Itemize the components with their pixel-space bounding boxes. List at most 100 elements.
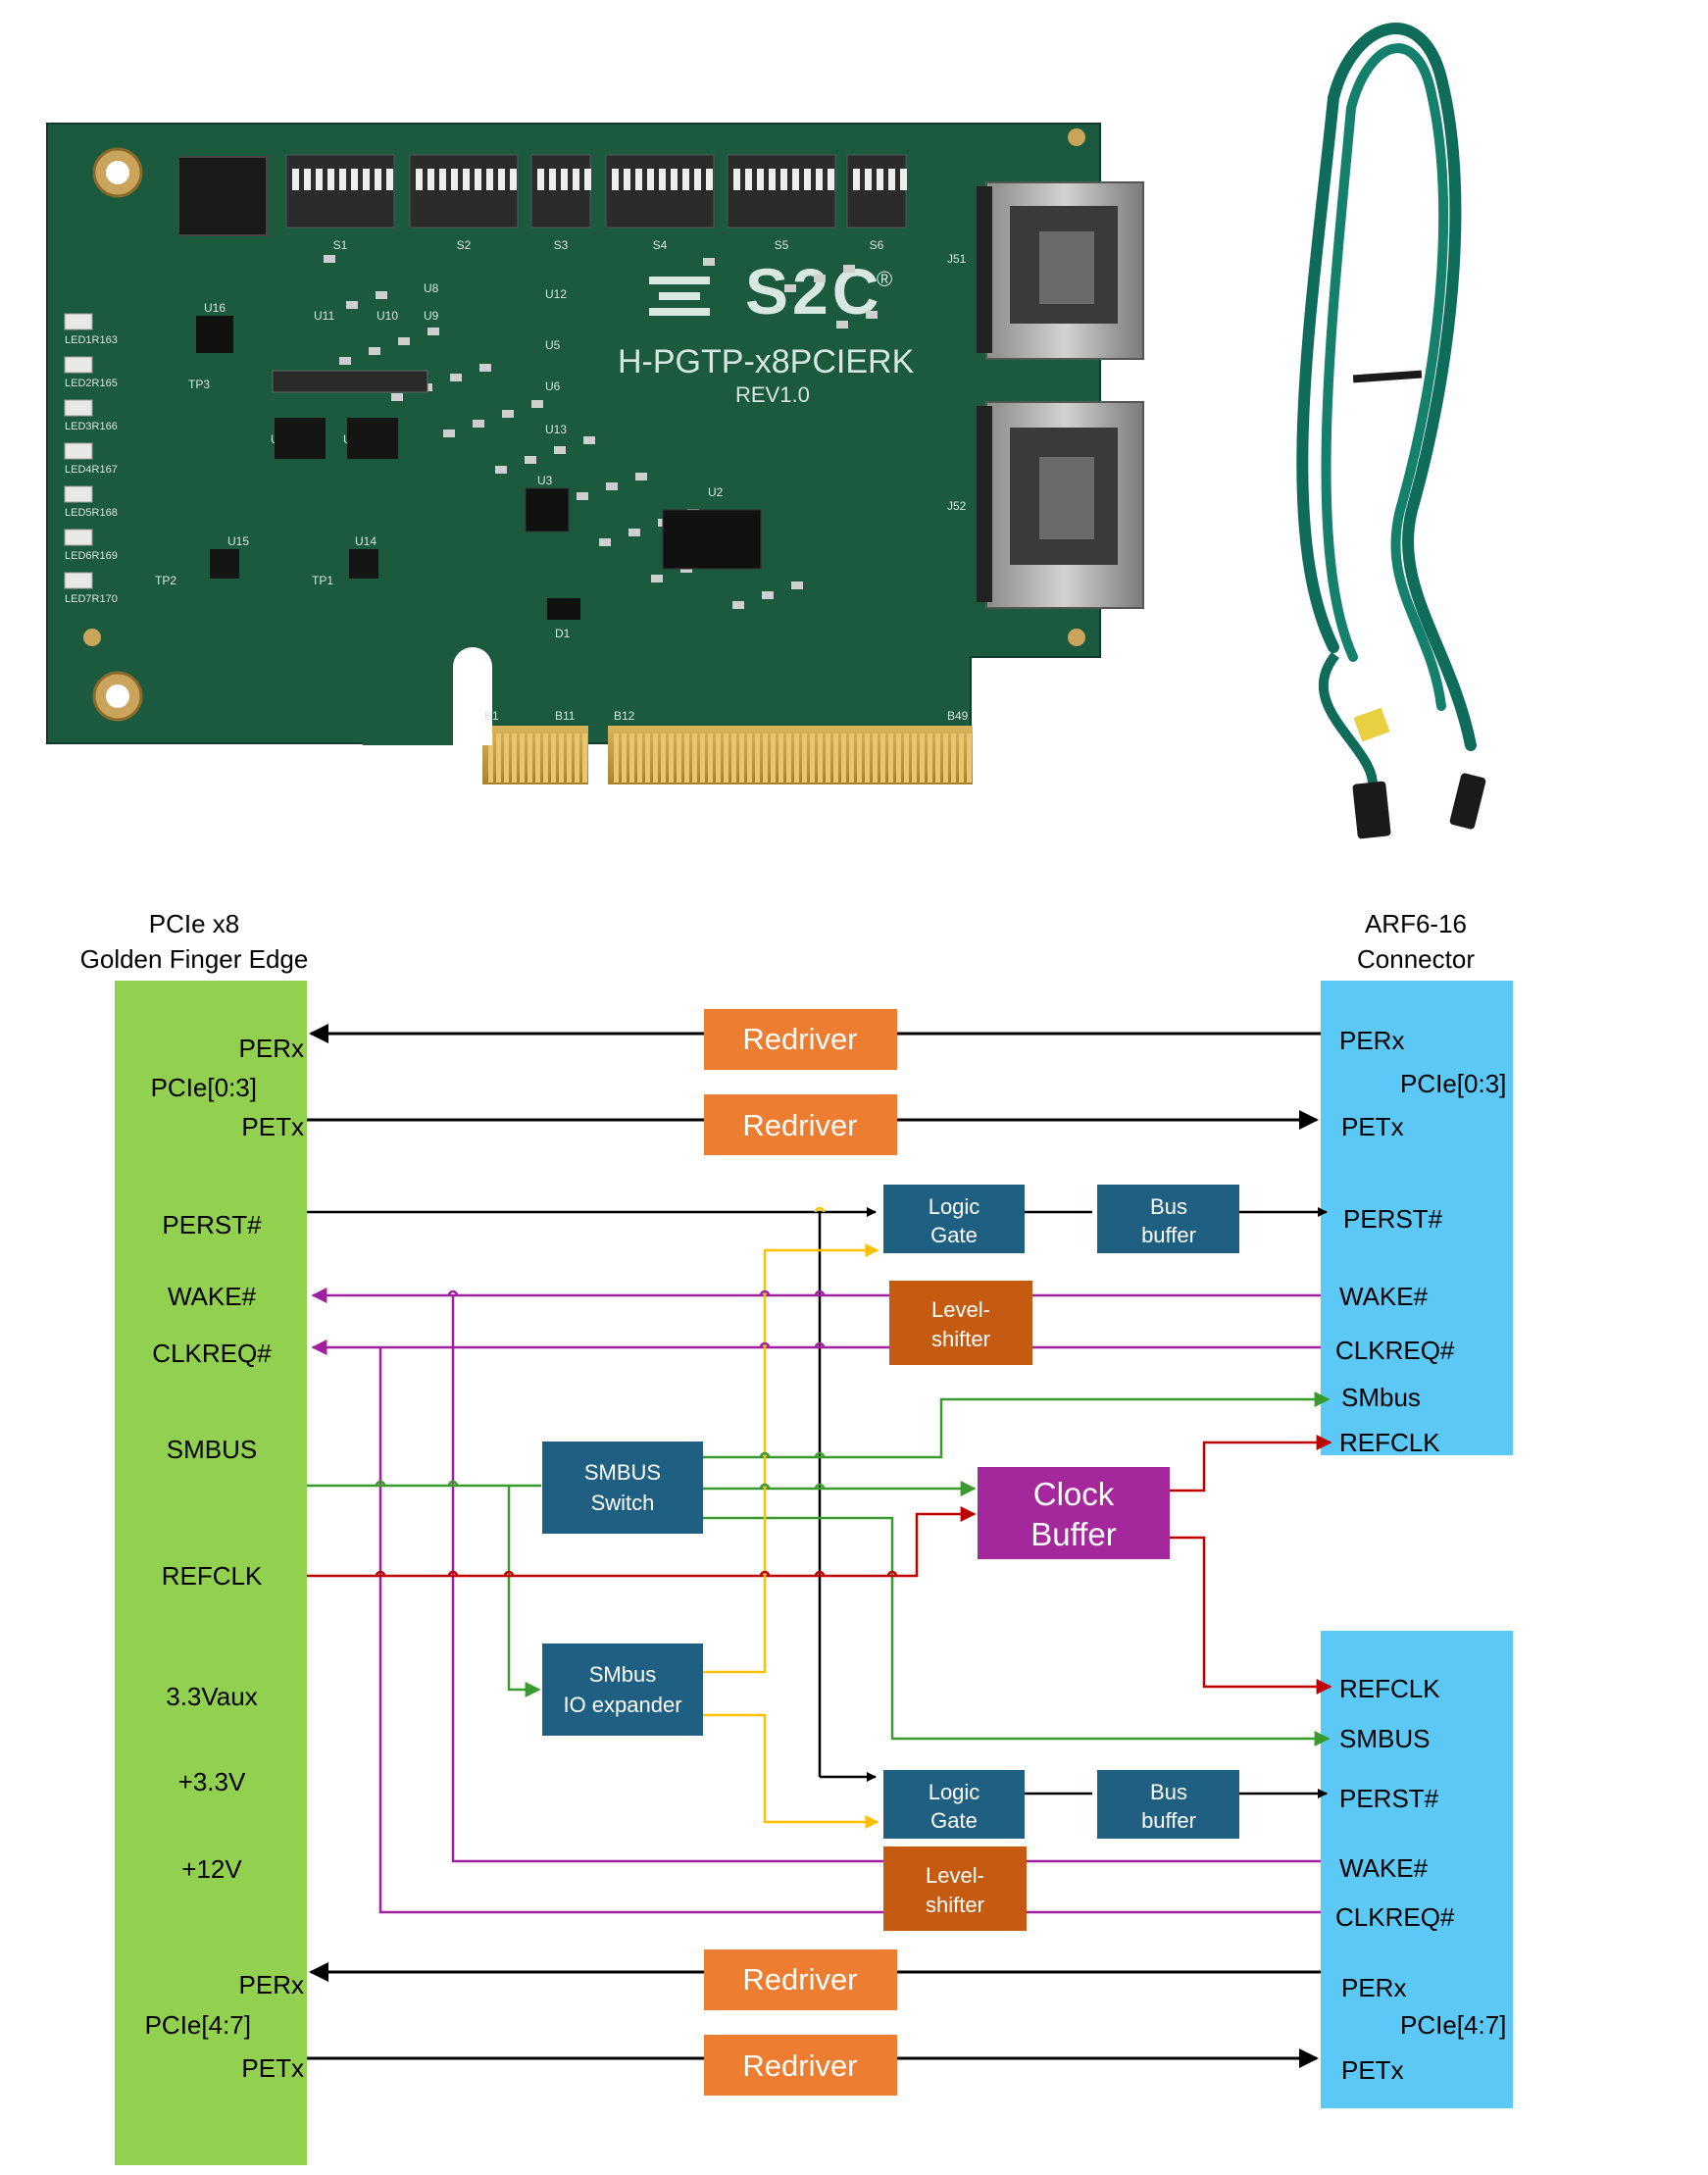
edge-finger: [661, 733, 666, 783]
right-bot-pcie-4-7: PCIe[4:7]: [1400, 2010, 1506, 2040]
edge-finger: [567, 733, 572, 783]
cable-tie: [1352, 370, 1423, 383]
passive-component: [791, 582, 803, 589]
edge-finger: [959, 733, 964, 783]
svg-text:Gate: Gate: [930, 1808, 978, 1833]
edge-finger: [543, 733, 548, 783]
edge-finger: [873, 733, 878, 783]
led: LED3R166: [64, 399, 118, 432]
edge-finger: [739, 733, 744, 783]
passive-component: [473, 420, 484, 428]
led: LED2R165: [64, 356, 118, 389]
passive-component: [391, 393, 403, 401]
board-outline: [46, 123, 1101, 744]
edge-finger: [833, 733, 838, 783]
passive-component: [628, 529, 640, 536]
edge-finger: [582, 733, 587, 783]
passive-component: [843, 265, 855, 273]
led-column: LED1R163LED2R165LED3R166LED4R167LED5R168…: [64, 313, 118, 605]
svg-text:Redriver: Redriver: [742, 1022, 857, 1056]
svg-text:SMbus: SMbus: [589, 1662, 656, 1687]
edge-finger: [512, 733, 517, 783]
dip-switch: S1: [285, 154, 395, 252]
edge-finger: [731, 733, 736, 783]
right-connector-bar-top: [1321, 981, 1513, 1455]
left-12v: +12V: [181, 1854, 242, 1884]
component-label: U14: [355, 534, 377, 548]
switch-label: S6: [870, 238, 884, 252]
edge-finger: [880, 733, 885, 783]
left-3v3aux: 3.3Vaux: [166, 1682, 257, 1711]
edge-finger: [677, 733, 681, 783]
left-header-line1: PCIe x8: [149, 909, 240, 938]
via-left: [83, 629, 101, 646]
component-label: J51: [947, 252, 967, 266]
smbus-io-expander: SMbus IO expander: [542, 1644, 703, 1736]
component-label: TP2: [155, 574, 176, 587]
edge-finger: [779, 733, 783, 783]
left-perx-top: PERx: [239, 1034, 304, 1063]
edge-finger: [826, 733, 830, 783]
svg-text:Logic: Logic: [929, 1780, 980, 1804]
edge-finger: [786, 733, 791, 783]
left-3v3: +3.3V: [178, 1767, 246, 1796]
component-label: U11: [314, 309, 334, 323]
wire-refclk-in: [307, 1506, 977, 1578]
right-bot-perx: PERx: [1341, 1973, 1406, 2002]
sas-connector-top: [977, 181, 1144, 360]
edge-finger: [935, 733, 940, 783]
passive-component: [346, 301, 358, 309]
edge-finger: [527, 733, 532, 783]
edge-finger: [700, 733, 705, 783]
edge-finger: [920, 733, 925, 783]
left-edge-bar: [115, 981, 307, 2165]
cable-strand-1: [1296, 23, 1477, 751]
passive-component: [531, 400, 543, 408]
bus-buffer-top: Bus buffer: [1097, 1185, 1239, 1253]
passive-component: [369, 347, 380, 355]
dip-switch: S4: [605, 154, 715, 252]
level-shifter-top: Level- shifter: [889, 1281, 1032, 1365]
passive-component: [577, 492, 588, 500]
wire-switch-to-smbus-top: [703, 1391, 1331, 1459]
right-top-smbus: SMbus: [1341, 1383, 1421, 1412]
passive-component: [443, 430, 455, 437]
main-chip-u2: [662, 509, 762, 570]
passive-component: [635, 473, 647, 481]
edge-finger: [653, 733, 658, 783]
led: LED5R168: [64, 485, 118, 519]
via-right-bottom: [1068, 629, 1085, 646]
logic-gate-top: Logic Gate: [883, 1185, 1025, 1253]
component-label: TP3: [188, 378, 210, 391]
wire-refclk-top: [1170, 1435, 1332, 1492]
cable-connector-left: [1352, 781, 1391, 839]
edge-label: B12: [614, 709, 635, 723]
led-label: LED6R169: [65, 550, 118, 562]
right-header-line2: Connector: [1357, 944, 1475, 974]
cable-photo: [1296, 23, 1486, 839]
wire-ioexp-to-logic-top: [703, 1243, 879, 1674]
right-bottom-labels: REFCLK SMBUS PERST# WAKE# CLKREQ# PERx P…: [1335, 1674, 1506, 2085]
cable-strand-2: [1321, 43, 1449, 711]
edge-finger: [794, 733, 799, 783]
edge-finger: [747, 733, 752, 783]
led-label: LED5R168: [65, 507, 118, 519]
edge-finger: [857, 733, 862, 783]
left-pcie-0-3: PCIe[0:3]: [151, 1073, 257, 1102]
edge-finger: [888, 733, 893, 783]
passive-component: [732, 601, 744, 609]
component-label: U8: [424, 281, 439, 295]
dip-switch: S6: [846, 154, 907, 252]
svg-text:IO expander: IO expander: [563, 1693, 681, 1717]
component-label: U2: [708, 485, 724, 499]
led: LED7R170: [64, 572, 118, 605]
led: LED1R163: [64, 313, 118, 346]
left-refclk: REFCLK: [162, 1561, 263, 1591]
passive-component: [606, 482, 618, 490]
left-wake: WAKE#: [168, 1282, 257, 1311]
component-label: U15: [227, 534, 249, 548]
edge-finger: [708, 733, 713, 783]
redriver-top-tx: Redriver: [704, 1094, 897, 1155]
